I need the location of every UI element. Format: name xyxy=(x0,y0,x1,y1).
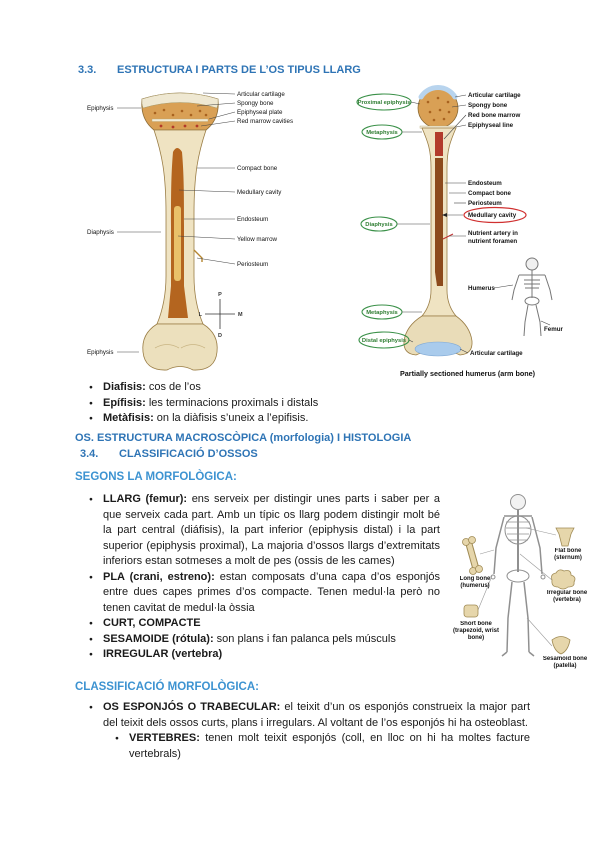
compass-label: M xyxy=(238,312,243,318)
figure-label: Humerus xyxy=(468,285,495,292)
bone-type-label: Flat bone (sternum) xyxy=(554,548,582,561)
bone-part-definitions-list: Diafisis: cos de l’os Epífisis: les term… xyxy=(88,380,318,427)
figure-label: Medullary cavity xyxy=(468,212,517,219)
bone-types-skeleton-figure: Long bone (humerus) Flat bone (sternum) … xyxy=(452,494,588,669)
figure-label: Medullary cavity xyxy=(237,189,282,196)
figure-label: Nutrient artery in xyxy=(468,230,518,237)
region-label: Distal epiphysis xyxy=(362,338,406,344)
region-label: Proximal epiphysis xyxy=(358,100,411,106)
item-lead: VERTEBRES: xyxy=(129,732,200,744)
figure-label: Endosteum xyxy=(468,180,502,187)
bone-type-label: Irregular bone (vertebra) xyxy=(546,590,588,603)
item-lead: IRREGULAR (vertebra) xyxy=(103,648,223,660)
long-bone-section-diagram: Articular cartilage Spongy bone Epiphyse… xyxy=(87,91,293,371)
figure1-leader-lines xyxy=(117,92,236,353)
list-item: PLA (crani, estreno): estan composats d’… xyxy=(88,570,440,617)
bone-morphology-list: LLARG (femur): ens serveix per distingir… xyxy=(88,492,440,663)
figure-label: Epiphyseal line xyxy=(468,122,514,129)
figure-label: Red bone marrow xyxy=(468,112,520,119)
figure-label: Red marrow cavities xyxy=(237,118,293,125)
figure-label: Endosteum xyxy=(237,216,268,223)
trabecular-bone-list: OS ESPONJÓS O TRABECULAR: el teixit d’un… xyxy=(88,700,530,762)
list-item: SESAMOIDE (rótula): son plans i fan pala… xyxy=(88,632,440,648)
figure-label: Periosteum xyxy=(237,261,268,268)
definition-text: les terminacions proximals i distals xyxy=(145,396,319,409)
section-number: 3.4. xyxy=(80,448,99,460)
bone-illustration xyxy=(141,92,219,371)
figure-label: Periosteum xyxy=(468,200,502,207)
item-text: ens serveix per distingir unes parts i s… xyxy=(103,493,440,567)
item-text: tenen molt teixit esponjós (coll, en llo… xyxy=(129,732,530,760)
skeleton-illustration xyxy=(490,494,546,657)
definition-item: Metàfisis: on la diàfisis s’uneix a l’ep… xyxy=(88,411,318,427)
figure-label: nutrient foramen xyxy=(468,238,517,245)
bone-type-label: Sesamoid bone (patella) xyxy=(542,656,588,669)
macroscopic-structure-heading: OS. ESTRUCTURA MACROSCÒPICA (morfologia)… xyxy=(75,432,412,444)
figure-label: Articular cartilage xyxy=(470,350,523,357)
bone-type-label: Short bone (trapezoid, wrist bone) xyxy=(452,621,499,641)
figure-label: Spongy bone xyxy=(237,100,274,107)
morphology-subheading: SEGONS LA MORFOLÒGICA: xyxy=(75,471,237,483)
figure-label: Femur xyxy=(544,326,564,333)
figure-label: Epiphysis xyxy=(87,105,113,112)
figure-label: Compact bone xyxy=(237,165,278,172)
item-text: son plans i fan palanca pels músculs xyxy=(213,632,396,645)
section-3-3-heading: 3.3. ESTRUCTURA I PARTS DE L’OS TIPUS LLA… xyxy=(78,64,361,76)
figure-label: Spongy bone xyxy=(468,102,508,109)
morphological-classification-heading: CLASSIFICACIÓ MORFOLÒGICA: xyxy=(75,681,259,693)
figure-label: Diaphysis xyxy=(87,229,114,236)
figure-label: Epiphyseal plate xyxy=(237,109,283,116)
figure-label: Compact bone xyxy=(468,190,512,197)
definition-term: Diafisis: xyxy=(103,381,146,393)
item-text: el teixit d’un os esponjós construeix la… xyxy=(103,701,531,729)
list-item: OS ESPONJÓS O TRABECULAR: el teixit d’un… xyxy=(88,700,530,731)
region-label: Metaphysis xyxy=(366,130,398,136)
region-label: Diaphysis xyxy=(365,222,392,228)
item-text: estan composats d’una capa d’os esponjós… xyxy=(103,570,440,614)
compass-label: L xyxy=(199,312,203,318)
medullary-cavity-highlight-oval xyxy=(463,206,527,224)
definition-item: Diafisis: cos de l’os xyxy=(88,380,318,396)
figure-label: Articular cartilage xyxy=(468,92,521,99)
item-lead: CURT, COMPACTE xyxy=(103,617,201,629)
mini-skeleton-illustration xyxy=(511,257,553,337)
list-item: IRREGULAR (vertebra) xyxy=(88,647,440,663)
item-lead: PLA (crani, estreno): xyxy=(103,570,215,583)
definition-term: Metàfisis: xyxy=(103,412,154,424)
list-item: CURT, COMPACTE xyxy=(88,616,440,632)
compass-label: D xyxy=(218,333,222,339)
item-lead: SESAMOIDE (rótula): xyxy=(103,632,214,645)
figure-caption: Partially sectioned humerus (arm bone) xyxy=(400,369,536,378)
figure2-leader-lines xyxy=(397,94,551,354)
figure-label: Articular cartilage xyxy=(237,91,285,98)
section-title: CLASSIFICACIÓ D’OSSOS xyxy=(119,448,258,460)
region-label: Metaphysis xyxy=(366,310,398,316)
sub-list-item: VERTEBRES: tenen molt teixit esponjós (c… xyxy=(114,731,530,762)
bone-illustration xyxy=(403,85,473,357)
item-lead: OS ESPONJÓS O TRABECULAR: xyxy=(103,701,281,713)
list-item: LLARG (femur): ens serveix per distingir… xyxy=(88,492,440,570)
figure-label: Yellow marrow xyxy=(237,236,278,243)
section-3-4-heading: 3.4. CLASSIFICACIÓ D’OSSOS xyxy=(80,448,258,460)
orientation-compass: P L M D xyxy=(199,292,243,339)
definition-text: on la diàfisis s’uneix a l’epifisis. xyxy=(153,412,309,424)
item-lead: LLARG (femur): xyxy=(103,493,188,505)
definition-item: Epífisis: les terminacions proximals i d… xyxy=(88,396,318,412)
definition-term: Epífisis: xyxy=(103,396,146,409)
bone-type-label: Long bone (humerus) xyxy=(459,576,491,589)
figure-label: Epiphysis xyxy=(87,349,113,356)
bone-type-icons xyxy=(462,527,576,655)
definition-text: cos de l’os xyxy=(145,381,201,393)
humerus-section-diagram: Proximal epiphysis Metaphysis Diaphysis … xyxy=(356,85,564,378)
section-title: ESTRUCTURA I PARTS DE L’OS TIPUS LLARG xyxy=(117,64,361,76)
compass-label: P xyxy=(218,292,222,298)
section-number: 3.3. xyxy=(78,64,97,76)
